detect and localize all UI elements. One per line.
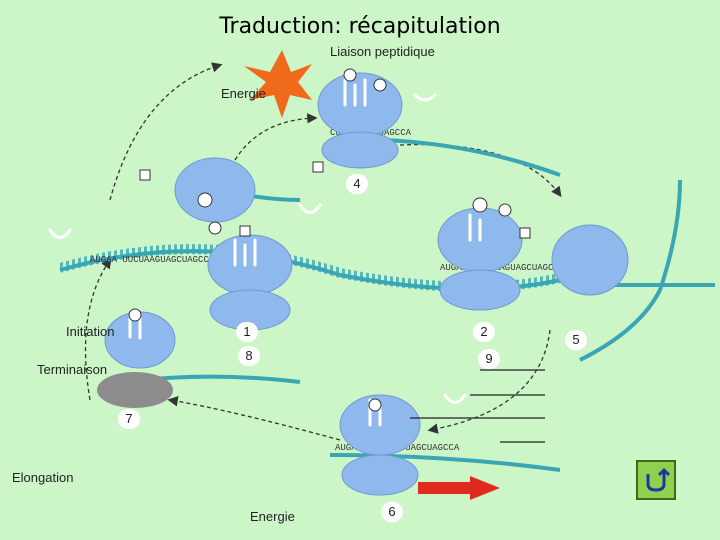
step-number: 2: [473, 322, 495, 342]
label-energy-top: Energie: [221, 86, 266, 101]
translocation-arrow: [418, 476, 500, 500]
step-number: 4: [346, 174, 368, 194]
energy-star-icon: [244, 50, 312, 118]
return-button[interactable]: [636, 460, 676, 500]
label-elongation: Elongation: [12, 470, 74, 485]
step-number: 9: [478, 349, 500, 369]
incoming-arrows: [410, 369, 545, 443]
slide-title: Traduction: récapitulation: [219, 14, 501, 39]
return-arrow-icon: [646, 467, 670, 492]
label-termination: Terminaison: [37, 362, 108, 377]
sequence-right: AUGAA UUCUAAGUAGCUAGCCA: [440, 263, 565, 273]
step-number: 8: [238, 346, 260, 366]
sequence-left: AUGAA UUCUAAGUAGCUAGCCA: [90, 255, 215, 265]
trna-molecules: [48, 78, 482, 427]
step-number: 1: [236, 322, 258, 342]
terminated-ribosome: [97, 372, 173, 408]
label-peptide-bond: Liaison peptidique: [330, 44, 435, 59]
amino-acid-chains: [128, 68, 531, 412]
step-number: 7: [118, 409, 140, 429]
label-initiation: Initiation: [66, 324, 115, 339]
step-number: 5: [565, 330, 587, 350]
step-number: 6: [381, 502, 403, 522]
ribosomes: [104, 72, 629, 496]
label-energy-bottom: Energie: [250, 509, 295, 524]
